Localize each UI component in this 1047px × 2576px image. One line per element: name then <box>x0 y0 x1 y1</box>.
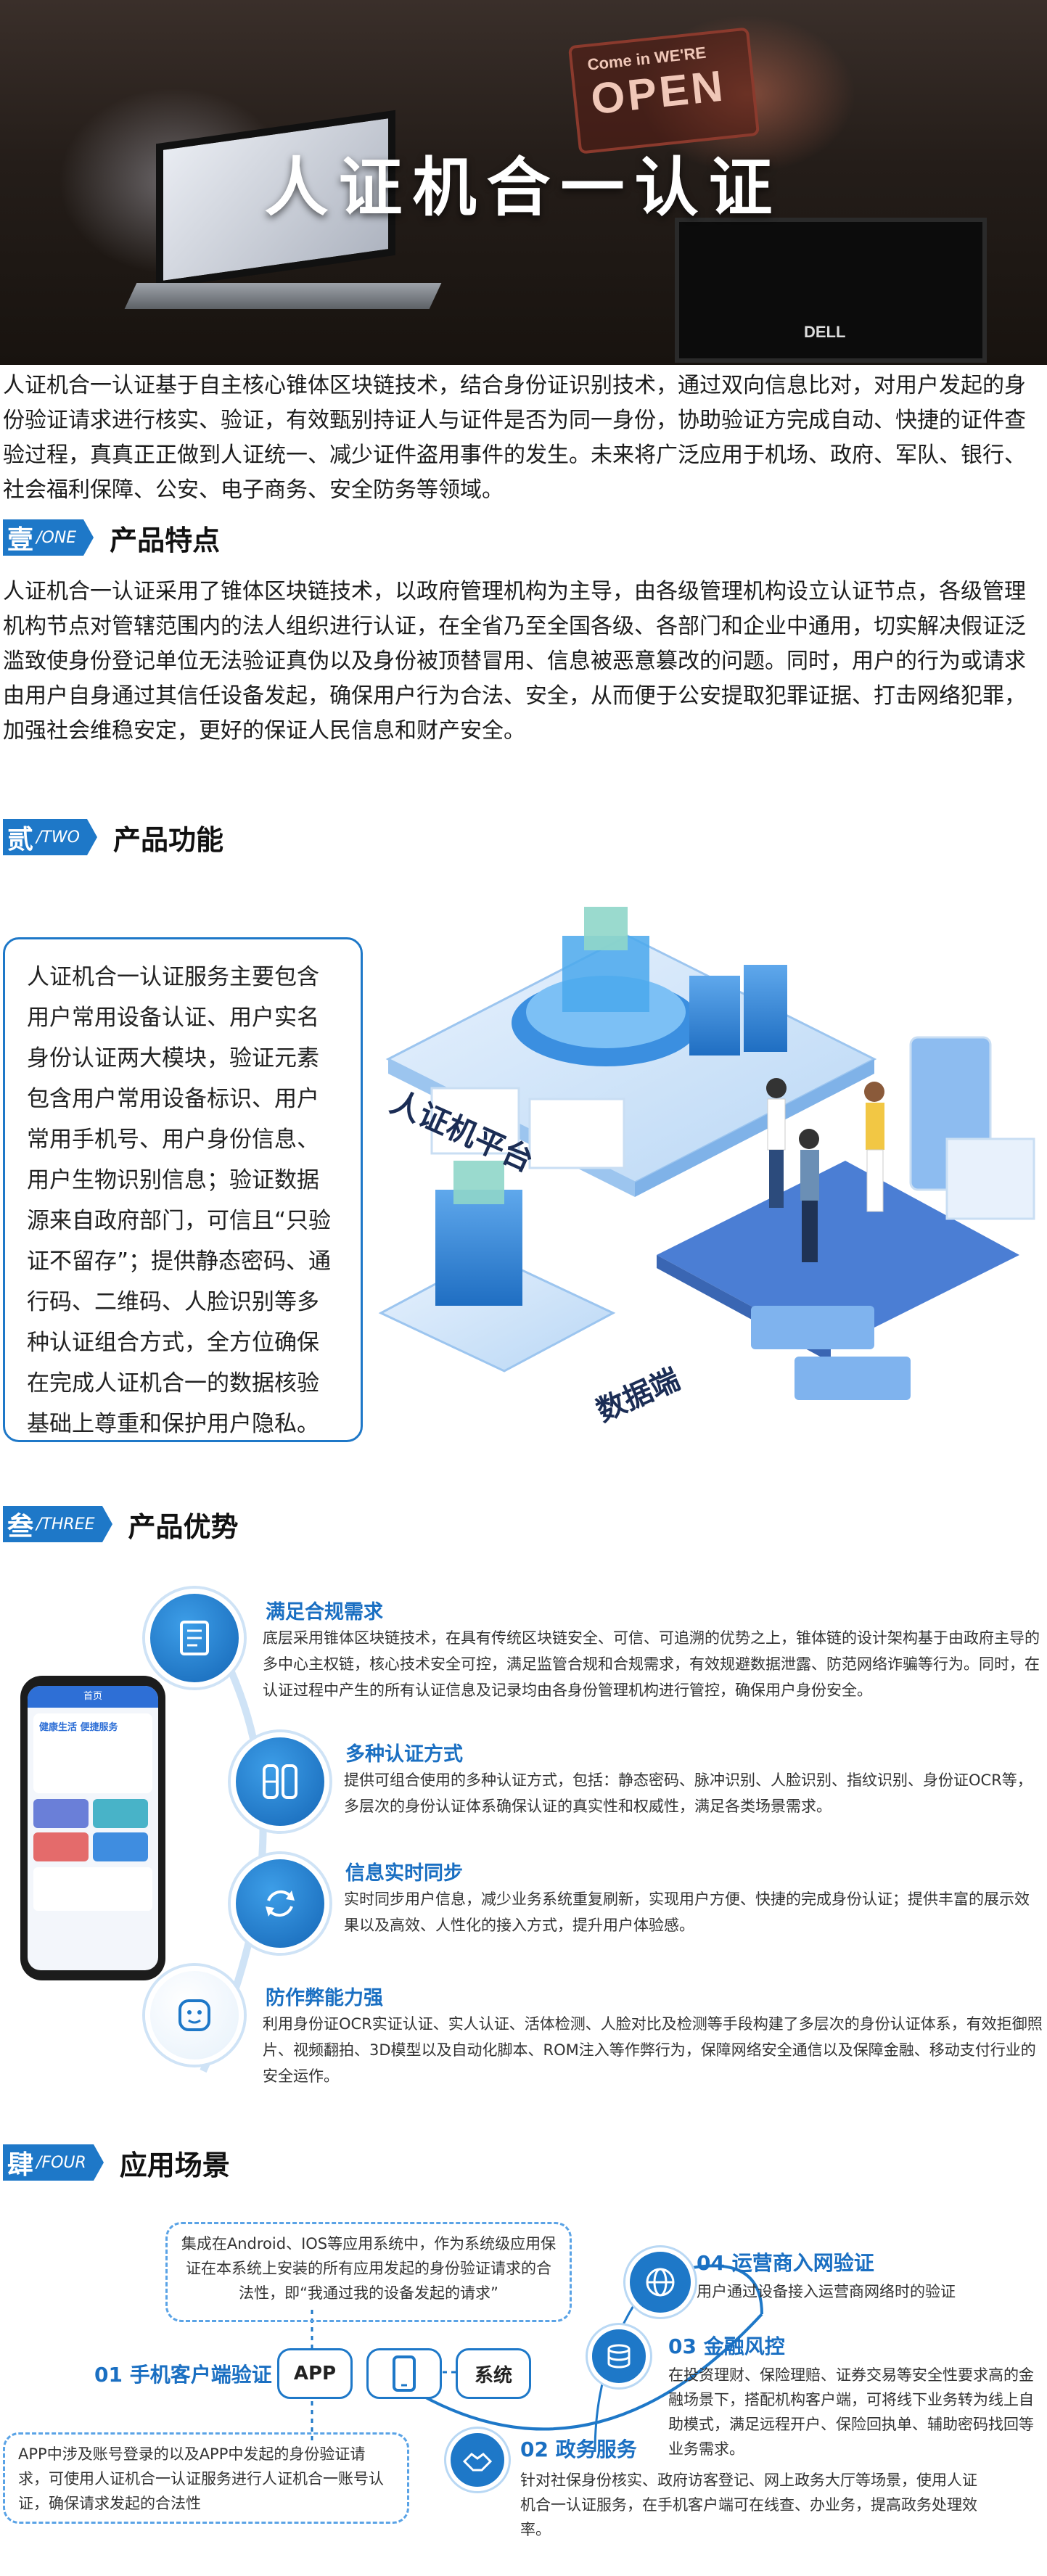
section-badge: 肆 /FOUR <box>3 2144 104 2181</box>
section-badge: 贰 /TWO <box>3 819 97 855</box>
scenario-carrier-text: 用户通过设备接入运营商网络时的验证 <box>697 2283 956 2300</box>
advantage-text: 利用身份证OCR实证认证、实人认证、活体检测、人脸对比及检测等手段构建了多层次的… <box>263 2015 1043 2085</box>
advantage-title: 满足合规需求 <box>266 1601 383 1624</box>
node-phone <box>366 2348 442 2399</box>
scenario-mobile-client: 01 手机客户端验证 <box>94 2363 272 2387</box>
scenario-gov-title: 02 政务服务 <box>520 2437 637 2461</box>
section-title: 应用场景 <box>119 2149 230 2181</box>
hero-banner: Come in WE'RE OPEN DELL 人证机合一认证 <box>0 0 1047 365</box>
carrier-circle <box>625 2247 695 2317</box>
section-heading-advantages: 叁 /THREE 产品优势 <box>3 1502 239 1547</box>
scenario-finance-text: 在投资理财、保险理赔、证券交易等安全性要求高的金融场景下，搭配机构客户端，可将线… <box>668 2366 1034 2458</box>
finance-circle <box>588 2325 650 2387</box>
section-title: 产品优势 <box>128 1510 239 1543</box>
scenario-carrier-title: 04 运营商入网验证 <box>697 2251 874 2275</box>
phone-mockup: 首页 健康生活 便捷服务 <box>20 1676 165 1980</box>
laptop-image <box>124 283 442 309</box>
phone-screen: 首页 健康生活 便捷服务 <box>28 1686 158 1970</box>
data-end-label: 数据端 <box>591 1362 684 1428</box>
section-badge: 壹 /ONE <box>3 519 94 556</box>
anti-cheat-circle <box>145 1966 244 2065</box>
page-title: 人证机合一认证 <box>264 150 783 225</box>
badge-number: 壹 <box>7 525 34 555</box>
open-sign: Come in WE'RE OPEN <box>567 27 760 155</box>
advantage-title: 信息实时同步 <box>345 1862 463 1885</box>
badge-en: /THREE <box>36 1515 95 1534</box>
section-heading-scenarios: 肆 /FOUR 应用场景 <box>3 2140 230 2185</box>
document-icon <box>180 1621 209 1655</box>
advantage-title: 防作弊能力强 <box>266 1987 383 2009</box>
node-app: APP <box>277 2348 353 2399</box>
platform-illustration: 人证机平台 数据端 <box>378 907 1035 1428</box>
system-integration-box: 集成在Android、IOS等应用系统中，作为系统级应用保证在本系统上安装的所有… <box>165 2222 572 2322</box>
badge-number: 叁 <box>7 1512 34 1542</box>
phone-banner: 健康生活 便捷服务 <box>33 1713 152 1793</box>
section-heading-functions: 贰 /TWO 产品功能 <box>3 815 223 860</box>
smartphone-icon <box>393 2355 416 2392</box>
badge-number: 贰 <box>7 825 34 855</box>
section-heading-features: 壹 /ONE 产品特点 <box>3 515 220 560</box>
badge-en: /FOUR <box>36 2153 86 2172</box>
section-title: 产品功能 <box>112 823 223 856</box>
face-scan-icon <box>178 1999 210 2031</box>
advantage-text: 底层采用锥体区块链技术，在具有传统区块链安全、可信、可追溯的优势之上，锥体链的设… <box>263 1629 1040 1699</box>
intro-paragraph: 人证机合一认证基于自主核心锥体区块链技术，结合身份证识别技术，通过双向信息比对，… <box>3 373 1026 503</box>
grid-icon <box>263 1764 297 1799</box>
section-badge: 叁 /THREE <box>3 1506 112 1542</box>
realtime-sync-circle <box>231 1854 329 1953</box>
badge-en: /ONE <box>36 528 77 547</box>
handshake-icon <box>462 2453 493 2472</box>
globe-icon <box>646 2268 675 2297</box>
app-auth-box: APP中涉及账号登录的以及APP中发起的身份验证请求，可使用人证机合一认证服务进… <box>3 2432 409 2524</box>
advantage-text: 实时同步用户信息，减少业务系统重复刷新，实现用户方便、快捷的完成身份认证；提供丰… <box>344 1890 1030 1934</box>
scenario-gov-text: 针对社保身份核实、政府访客登记、网上政务大厅等场景，使用人证机合一认证服务，在手… <box>520 2472 977 2538</box>
phone-header: 首页 <box>28 1686 158 1708</box>
monitor-image <box>675 218 987 363</box>
features-paragraph: 人证机合一认证采用了锥体区块链技术，以政府管理机构为主导，由各级管理机构设立认证… <box>3 579 1026 744</box>
monitor-brand-logo: DELL <box>804 323 846 341</box>
badge-en: /TWO <box>36 828 80 847</box>
function-description-box: 人证机合一认证服务主要包含用户常用设备认证、用户实名身份认证两大模块，验证元素包… <box>3 937 363 1442</box>
coins-icon <box>607 2344 631 2369</box>
scenario-finance-title: 03 金融风控 <box>668 2334 785 2358</box>
advantage-title: 多种认证方式 <box>345 1743 463 1766</box>
advantage-text: 提供可组合使用的多种认证方式，包括：静态密码、脉冲识别、人脸识别、指纹识别、身份… <box>344 1771 1032 1815</box>
gov-service-circle <box>446 2429 509 2491</box>
compliance-circle <box>145 1589 244 1687</box>
node-system: 系统 <box>456 2348 531 2399</box>
phone-tiles <box>33 1799 152 1861</box>
section-title: 产品特点 <box>110 524 221 556</box>
sync-icon <box>266 1890 295 1917</box>
badge-number: 肆 <box>7 2150 34 2180</box>
auth-methods-circle <box>231 1732 329 1831</box>
